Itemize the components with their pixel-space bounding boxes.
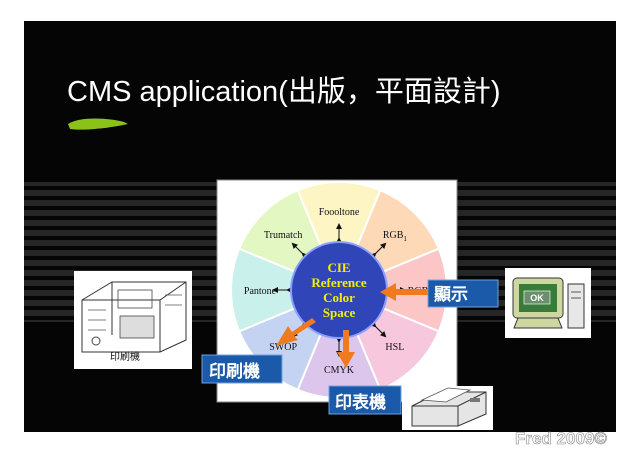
accent-swoosh [68,118,128,130]
hub-label-reference: Reference [311,275,367,290]
segment-label-4: CMYK [324,365,355,376]
hub-label-color: Color [323,290,355,305]
segment-label-7: Trumatch [264,230,303,241]
slide-title: CMS application(出版，平面設計) [67,75,500,108]
hub-label-space: Space [323,305,356,320]
callout-display: 顯示 [427,279,499,308]
callout-display-label: 顯示 [434,285,468,304]
hub-arrow-3 [370,321,387,338]
monitor-ok-button [523,290,551,305]
callout-press-label: 印刷機 [209,361,260,381]
arrow-to-press [276,318,316,346]
segment-label-3: HSL [385,342,404,353]
callout-printer: 印表機 [328,385,402,415]
hub-arrow-1 [370,242,387,259]
hub-label-cie: CIE [327,260,350,275]
printer-image [402,386,493,430]
segment-label-6: Pantone [244,286,277,297]
arrow-to-printer [337,330,355,368]
segment-label-5: SWOP [269,342,297,353]
segment-label-0: Foooltone [319,207,360,218]
callout-press: 印刷機 [201,354,283,384]
monitor-ok-label: OK [530,293,544,303]
hub-arrow-7 [291,242,308,259]
arrow-to-display [380,283,428,301]
printing-press-image: 印刷機 [74,271,192,369]
footer-credit: Fred 2009© [515,429,607,448]
press-caption: 印刷機 [110,350,140,363]
segment-label-1: RGB1 [383,230,408,243]
computer-monitor-image: OK [505,268,591,338]
callout-printer-label: 印表機 [335,392,386,412]
